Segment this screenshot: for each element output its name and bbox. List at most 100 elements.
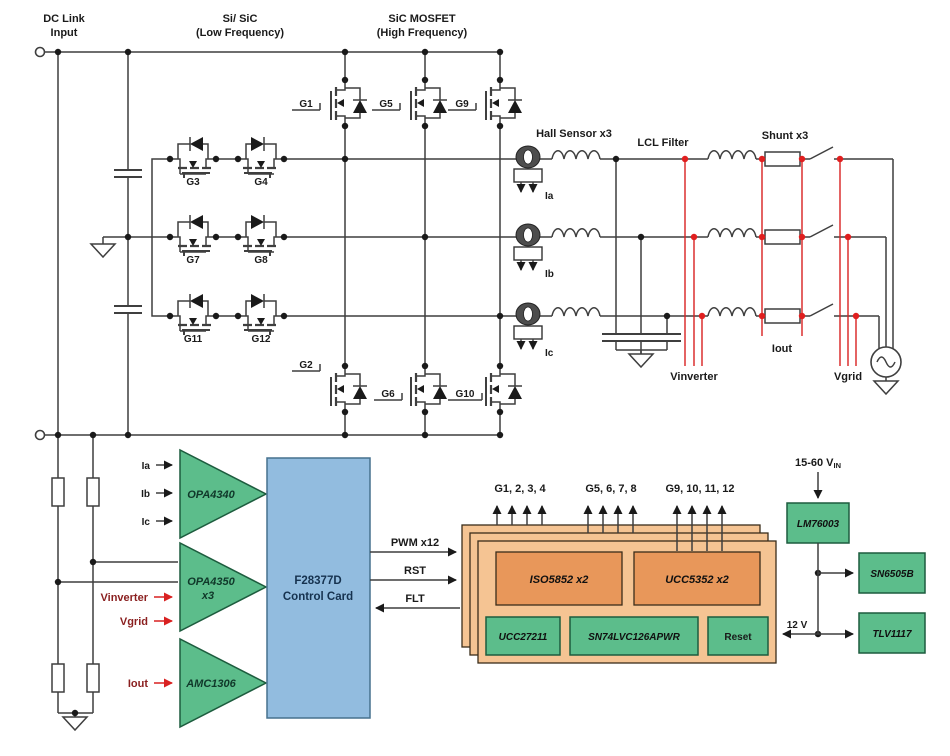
mosfet-g9 — [484, 78, 524, 128]
gate-label-g10: G10 — [456, 389, 475, 400]
dc-input-negative-terminal — [34, 429, 46, 441]
mosfet-g10 — [484, 364, 524, 414]
mosfet-g2 — [329, 364, 369, 414]
resistor — [51, 663, 65, 693]
lcl-cap-branches — [615, 159, 668, 354]
shunt-b — [764, 229, 801, 245]
analog-front-end: OPA4340 OPA4350 x3 AMC1306 Ia Ib Ic Vinv… — [101, 448, 268, 729]
shunt-label: Shunt x3 — [762, 130, 808, 142]
dc-link-title-2: Input — [51, 27, 78, 39]
gate-label-g8: G8 — [254, 255, 268, 266]
ground-icon — [62, 716, 88, 731]
ground-icon — [873, 380, 899, 395]
gate-driver-stack: ISO5852 x2 UCC5352 x2 UCC27211 SN74LVC12… — [461, 483, 777, 664]
opamp-opa4350 — [179, 541, 268, 633]
gate-label-g2: G2 — [299, 360, 313, 371]
shunt-c — [764, 308, 801, 324]
lcl-filter-label: LCL Filter — [637, 137, 689, 149]
grid-switches — [809, 146, 834, 317]
afe-input-ic: Ic — [142, 517, 151, 528]
controller-block: F28377D Control Card PWM x12 RST FLT — [266, 457, 460, 719]
gate-label-g4: G4 — [254, 177, 268, 188]
gate-label-g12: G12 — [252, 334, 271, 345]
dc-link-title: DC Link — [43, 13, 85, 25]
grid-source — [870, 346, 902, 378]
control-card — [266, 457, 371, 719]
sn74-buffer-label: SN74LVC126APWR — [588, 632, 680, 643]
vinverter-label: Vinverter — [670, 371, 718, 383]
hall-current-c: Ic — [545, 348, 554, 359]
rst-label: RST — [404, 565, 426, 577]
power-stage-labels: Hall Sensor x3 LCL Filter Shunt x3 Vinve… — [536, 128, 862, 383]
dc-link-cap-plates — [114, 168, 142, 315]
sn6505b-label: SN6505B — [870, 569, 913, 580]
gate-label-g9: G9 — [455, 99, 469, 110]
gate-label-g5: G5 — [379, 99, 393, 110]
shunt-resistors — [764, 151, 801, 324]
ucc5352-label: UCC5352 x2 — [665, 574, 729, 586]
hall-sensors — [514, 146, 542, 349]
afe-input-ia: Ia — [142, 461, 151, 472]
tlv1117-label: TLV1117 — [872, 629, 912, 640]
hall-sensor-b — [514, 224, 542, 270]
lf-mosfet-pairs — [168, 135, 286, 337]
dc-input-positive-terminal — [34, 46, 46, 58]
mosfet-g12 — [236, 292, 286, 337]
control-card-label-2: Control Card — [283, 591, 353, 603]
resistor — [86, 663, 100, 693]
cap-midpoint-ground-line — [102, 236, 170, 244]
opamp2-label: OPA4350 — [187, 576, 235, 588]
adc-label: AMC1306 — [185, 678, 236, 690]
divider-lines — [57, 435, 178, 717]
mosfet-g1 — [329, 78, 369, 128]
iso5852-block — [495, 551, 623, 606]
sic-mosfet-title: SiC MOSFET — [388, 13, 456, 25]
iout-sense-lines — [761, 159, 803, 336]
ucc27211-block — [485, 616, 561, 656]
resistor — [51, 477, 65, 507]
hf-mosfets — [329, 78, 524, 414]
hall-sensor-label: Hall Sensor x3 — [536, 128, 612, 140]
si-sic-title: Si/ SiC — [223, 13, 258, 25]
lf-neutral-bus — [151, 158, 170, 317]
mosfet-g3 — [168, 135, 218, 180]
adc-amc1306 — [179, 637, 268, 729]
hall-sensor-a — [514, 146, 542, 192]
phase-b-wire — [216, 236, 887, 347]
hall-current-b: Ib — [545, 269, 554, 280]
lm76003-block — [786, 502, 850, 544]
shunt-a — [764, 151, 801, 167]
section-titles: DC Link Input Si/ SiC (Low Frequency) Si… — [43, 13, 467, 39]
mosfet-g4 — [236, 135, 286, 180]
vin-label: 15-60 VIN — [795, 457, 841, 470]
pwm-label: PWM x12 — [391, 537, 439, 549]
reset-label: Reset — [724, 632, 752, 643]
control-card-label: F28377D — [294, 575, 341, 587]
gate-label-brackets — [179, 103, 483, 401]
gate-label-g6: G6 — [381, 389, 395, 400]
ucc27211-label: UCC27211 — [499, 632, 548, 643]
sn74-buffer-block — [569, 616, 699, 656]
mosfet-g11 — [168, 292, 218, 337]
opamp-opa4340 — [179, 448, 268, 540]
hall-current-a: Ia — [545, 191, 554, 202]
junction-dots — [54, 48, 822, 717]
vgrid-label: Vgrid — [834, 371, 862, 383]
gate-output-arrows — [492, 505, 727, 551]
filter-inductors — [551, 150, 757, 317]
iso5852-label: ISO5852 x2 — [530, 574, 589, 586]
opamp2-label-2: x3 — [201, 590, 214, 602]
gate-labels: G1 G5 G9 G2 G6 G10 G3 G4 G7 G8 G11 G12 — [184, 99, 475, 400]
ground-icon — [628, 353, 654, 368]
afe-input-vinverter: Vinverter — [101, 592, 149, 604]
afe-input-vgrid: Vgrid — [120, 616, 148, 628]
tlv1117-block — [858, 612, 926, 654]
mosfet-g6 — [409, 364, 449, 414]
ucc5352-block — [633, 551, 761, 606]
opamp1-label: OPA4340 — [187, 489, 235, 501]
gate-label-g11: G11 — [184, 334, 203, 345]
hall-sensor-c — [514, 303, 542, 349]
gate-label-g1: G1 — [299, 99, 313, 110]
